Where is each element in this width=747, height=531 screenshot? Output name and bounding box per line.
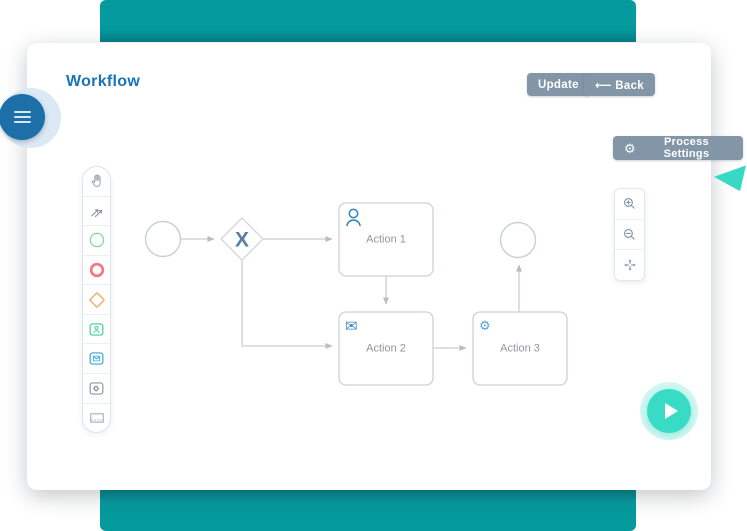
process-settings-button[interactable]: ⚙ Process Settings [613,136,743,160]
service-task-icon [87,379,106,398]
element-palette [82,166,111,433]
fit-viewport-button[interactable] [615,249,644,280]
task-label: Action 2 [366,343,406,355]
zoom-out-button[interactable] [615,219,644,250]
palette-item-connect-tool[interactable] [83,196,110,226]
end-event-node[interactable] [501,223,536,258]
gateway-icon [87,290,107,310]
task-label: Action 3 [500,343,540,355]
top-accent-band [100,0,636,42]
fit-viewport-icon [622,257,638,273]
page-title: Workflow [66,73,140,91]
lane-icon [87,408,107,428]
connect-tool-icon [88,202,106,220]
palette-item-user-task[interactable] [83,314,110,344]
process-settings-label: Process Settings [641,136,732,160]
start-event-icon [87,230,107,250]
palette-item-start-event[interactable] [83,225,110,255]
zoom-in-button[interactable] [615,189,644,219]
mouse-cursor-pointer [713,163,746,192]
zoom-in-icon [621,195,638,212]
task-node-action3[interactable]: ⚙ Action 3 [473,312,567,385]
palette-item-service-task[interactable] [83,373,110,403]
back-button[interactable]: ⟵ Back [584,73,655,96]
zoom-out-icon [621,226,638,243]
update-button[interactable]: Update [527,73,590,96]
message-task-icon [87,349,106,368]
palette-item-hand-tool[interactable] [83,167,110,196]
task-node-action2[interactable]: ✉ Action 2 [339,312,433,385]
play-button[interactable] [647,389,691,433]
gateway-label: X [235,229,249,252]
zoom-controls [614,188,645,281]
task-node-action1[interactable]: Action 1 [339,203,433,276]
hand-tool-icon [88,172,106,190]
task-label: Action 1 [366,234,406,246]
palette-item-gateway[interactable] [83,284,110,314]
end-event-icon [87,260,107,280]
gear-icon: ⚙ [479,318,491,333]
envelope-icon: ✉ [345,318,358,335]
palette-item-lane[interactable] [83,403,110,433]
play-icon [665,403,678,419]
flow-gateway-to-action2 [242,260,332,346]
menu-button[interactable] [0,94,45,140]
gateway-node[interactable]: X [221,218,263,260]
bottom-accent-band [100,489,636,531]
user-task-icon [87,320,106,339]
gear-icon: ⚙ [624,142,636,155]
palette-item-message-task[interactable] [83,343,110,373]
palette-item-end-event[interactable] [83,255,110,285]
start-event-node[interactable] [146,222,181,257]
workflow-canvas[interactable]: X Action 1 ✉ Action 2 ⚙ Action 3 [130,190,600,400]
